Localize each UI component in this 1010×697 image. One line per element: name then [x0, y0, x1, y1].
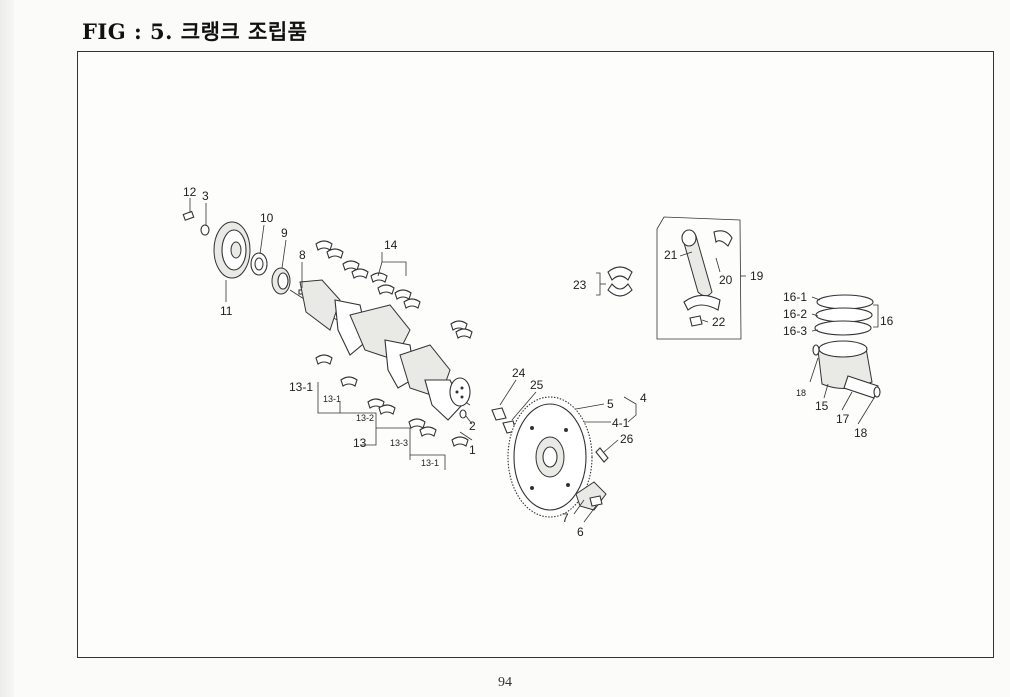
- page-title: FIG : 5. 크랭크 조립품: [82, 19, 308, 44]
- bearing-set-14: [315, 240, 473, 339]
- callout-16-3: 16-3: [783, 324, 807, 338]
- connecting-rod-box: [656, 216, 742, 340]
- piston-rings-16: [814, 294, 874, 336]
- callout-14: 14: [384, 238, 398, 252]
- callout-25: 25: [530, 378, 544, 392]
- gear-9: [271, 267, 291, 295]
- snap-ring-18b: [873, 386, 881, 398]
- callout-3: 3: [202, 189, 209, 203]
- bolt-12: [182, 210, 195, 221]
- callout-13: 13: [353, 436, 367, 450]
- callout-15: 15: [815, 399, 829, 413]
- callout-12: 12: [183, 185, 197, 199]
- washer-3: [200, 224, 210, 236]
- dowel-26: [595, 447, 609, 463]
- callout-17: 17: [836, 412, 850, 426]
- callout-4: 4: [640, 391, 647, 405]
- pin-2: [459, 409, 467, 419]
- callout-21: 21: [664, 248, 678, 262]
- callout-8: 8: [299, 248, 306, 262]
- callout-7: 7: [562, 511, 569, 525]
- callout-22: 22: [712, 315, 726, 329]
- bearing-shells-23: [607, 266, 633, 297]
- callout-6: 6: [577, 525, 584, 539]
- callout-10: 10: [260, 211, 274, 225]
- callout-13-2: 13-2: [356, 413, 374, 423]
- scan-edge: [0, 0, 14, 697]
- callout-4-1: 4-1: [612, 416, 630, 430]
- callout-18a: 18: [796, 388, 806, 398]
- flywheel-4: [507, 396, 593, 518]
- snap-ring-18a: [812, 344, 820, 356]
- page-number: 94: [498, 675, 512, 690]
- bearing-24: [491, 407, 507, 421]
- callout-13-1b: 13-1: [323, 394, 341, 404]
- callout-11: 11: [220, 304, 233, 318]
- callout-24: 24: [512, 366, 526, 380]
- callout-2: 2: [469, 419, 476, 433]
- callout-5: 5: [607, 397, 614, 411]
- callout-13-1a: 13-1: [289, 380, 313, 394]
- callout-16-1: 16-1: [783, 290, 807, 304]
- bearing-set-13: [315, 354, 469, 447]
- callout-9: 9: [281, 226, 288, 240]
- callout-20: 20: [719, 273, 733, 287]
- crankshaft: [289, 279, 471, 421]
- callout-18b: 18: [854, 426, 868, 440]
- bolt-6: [589, 495, 603, 507]
- seal-10: [250, 252, 268, 276]
- piston-15: [817, 340, 873, 389]
- callout-26: 26: [620, 432, 634, 446]
- callout-13-1c: 13-1: [421, 458, 439, 468]
- callout-19: 19: [750, 269, 764, 283]
- callout-23: 23: [573, 278, 587, 292]
- callout-16: 16: [880, 314, 894, 328]
- pulley-11: [213, 221, 251, 279]
- callout-1: 1: [469, 443, 476, 457]
- callout-16-2: 16-2: [783, 307, 807, 321]
- callout-13-3: 13-3: [390, 438, 408, 448]
